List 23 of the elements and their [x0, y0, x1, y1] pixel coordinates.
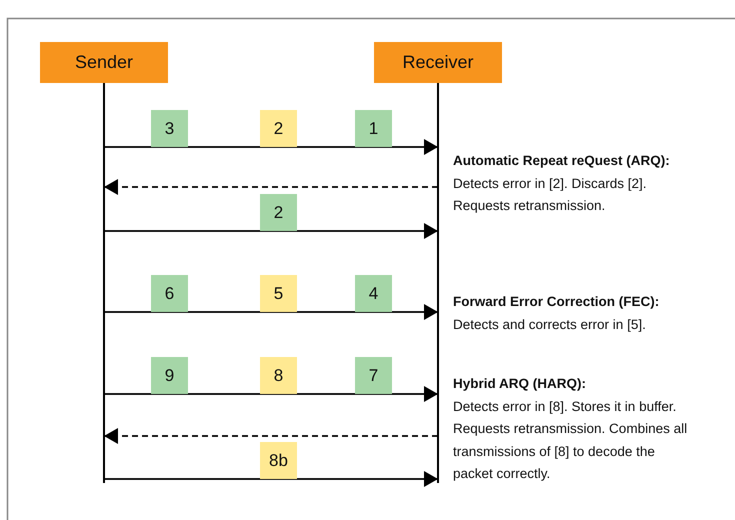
participant-box: Receiver	[374, 42, 502, 83]
arrow	[104, 223, 438, 239]
packet-box: 8	[260, 357, 297, 394]
arrow	[104, 471, 438, 487]
note-text: Forward Error Correction (FEC): Detects and corrects error in [5].	[453, 293, 660, 334]
packet-box: 5	[260, 275, 297, 312]
packet-box: 3	[151, 110, 188, 147]
arrow	[104, 179, 438, 195]
packet-box: 2	[260, 110, 297, 147]
packet-box: 9	[151, 357, 188, 394]
arrow	[104, 139, 438, 155]
packet-box: 6	[151, 275, 188, 312]
arrow	[104, 428, 438, 444]
packet-box: 8b	[260, 442, 297, 479]
participant-box: Sender	[40, 42, 168, 83]
packet-box: 7	[355, 357, 392, 394]
arrow	[104, 304, 438, 320]
packet-box: 4	[355, 275, 392, 312]
packet-box: 1	[355, 110, 392, 147]
note-text: Automatic Repeat reQuest (ARQ): Detects error in [2]. Discards [2]. Requests retransmission.	[453, 152, 671, 215]
packet-box: 2	[260, 194, 297, 231]
note-text: Hybrid ARQ (HARQ): Detects error in [8]. Stores it in buffer. Requests retransmission. Combines all transmissions of [8] to decode the packet correctly.	[453, 375, 688, 483]
arrow	[104, 386, 438, 402]
